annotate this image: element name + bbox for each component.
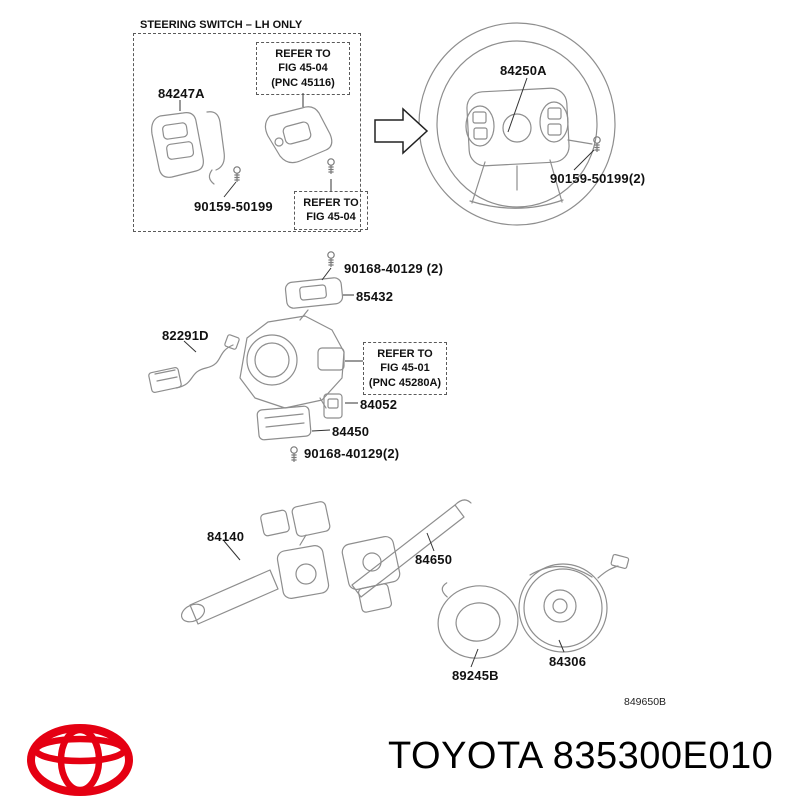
part-label-84250a: 84250A (500, 63, 547, 78)
part-label-84306: 84306 (549, 654, 587, 669)
diagram-code: 849650B (624, 696, 667, 708)
switch-45116-drawing (264, 106, 333, 164)
combination-switch-drawing (239, 309, 345, 409)
part-label-84052: 84052 (360, 397, 398, 412)
part-label-90159-50199: 90159-50199 (194, 199, 273, 214)
lh-only-region-box (133, 33, 361, 232)
part-label-84650: 84650 (415, 552, 453, 567)
refer-line: FIG 45-04 (278, 62, 328, 75)
part-label-90168-40129-top: 90168-40129 (2) (344, 261, 444, 276)
bracket-85432-drawing (284, 277, 344, 309)
switch-84450-drawing (256, 405, 312, 441)
screw-icon (327, 251, 335, 268)
refer-line: FIG 45-04 (306, 211, 356, 224)
part-label-84140: 84140 (207, 529, 245, 544)
footer-part-number: 835300E010 (552, 735, 774, 777)
part-label-84450: 84450 (332, 424, 370, 439)
refer-box-fig4504-full: REFER TO FIG 45-04 (PNC 45116) (256, 42, 350, 95)
part-label-84247a: 84247A (158, 86, 205, 101)
part-label-90168-40129-bottom: 90168-40129(2) (304, 446, 400, 461)
clock-spring-84306-drawing (518, 553, 630, 653)
screw-icon (290, 446, 298, 463)
refer-line: REFER TO (275, 48, 331, 60)
part-label-90159-50199-2: 90159-50199(2) (550, 171, 646, 186)
switch-84052-drawing (323, 393, 343, 419)
wire-82291d-drawing (148, 334, 240, 393)
refer-line: (PNC 45116) (271, 76, 335, 89)
refer-box-fig4504-short: REFER TO FIG 45-04 (294, 191, 368, 230)
refer-line: REFER TO (303, 197, 359, 209)
refer-line: FIG 45-01 (380, 362, 430, 375)
toyota-logo (27, 724, 133, 796)
region-title: STEERING SWITCH – LH ONLY (140, 19, 303, 31)
refer-line: REFER TO (377, 348, 433, 360)
ring-89245b-drawing (437, 582, 519, 659)
steering-wheel-drawing (418, 22, 616, 226)
part-label-85432: 85432 (356, 289, 394, 304)
part-label-89245b: 89245B (452, 668, 499, 683)
switch-84247a-drawing (151, 111, 225, 185)
refer-line: (PNC 45280A) (368, 376, 442, 389)
part-label-82291d: 82291D (162, 328, 209, 343)
leader-lines (179, 77, 595, 668)
lever-84140-drawing (180, 501, 331, 625)
direction-arrow-icon (374, 107, 429, 155)
lever-84650-drawing (341, 499, 472, 613)
refer-box-fig4501: REFER TO FIG 45-01 (PNC 45280A) (363, 342, 447, 395)
footer-title: TOYOTA 835300E010 (388, 735, 773, 778)
brand-name: TOYOTA (388, 735, 542, 777)
